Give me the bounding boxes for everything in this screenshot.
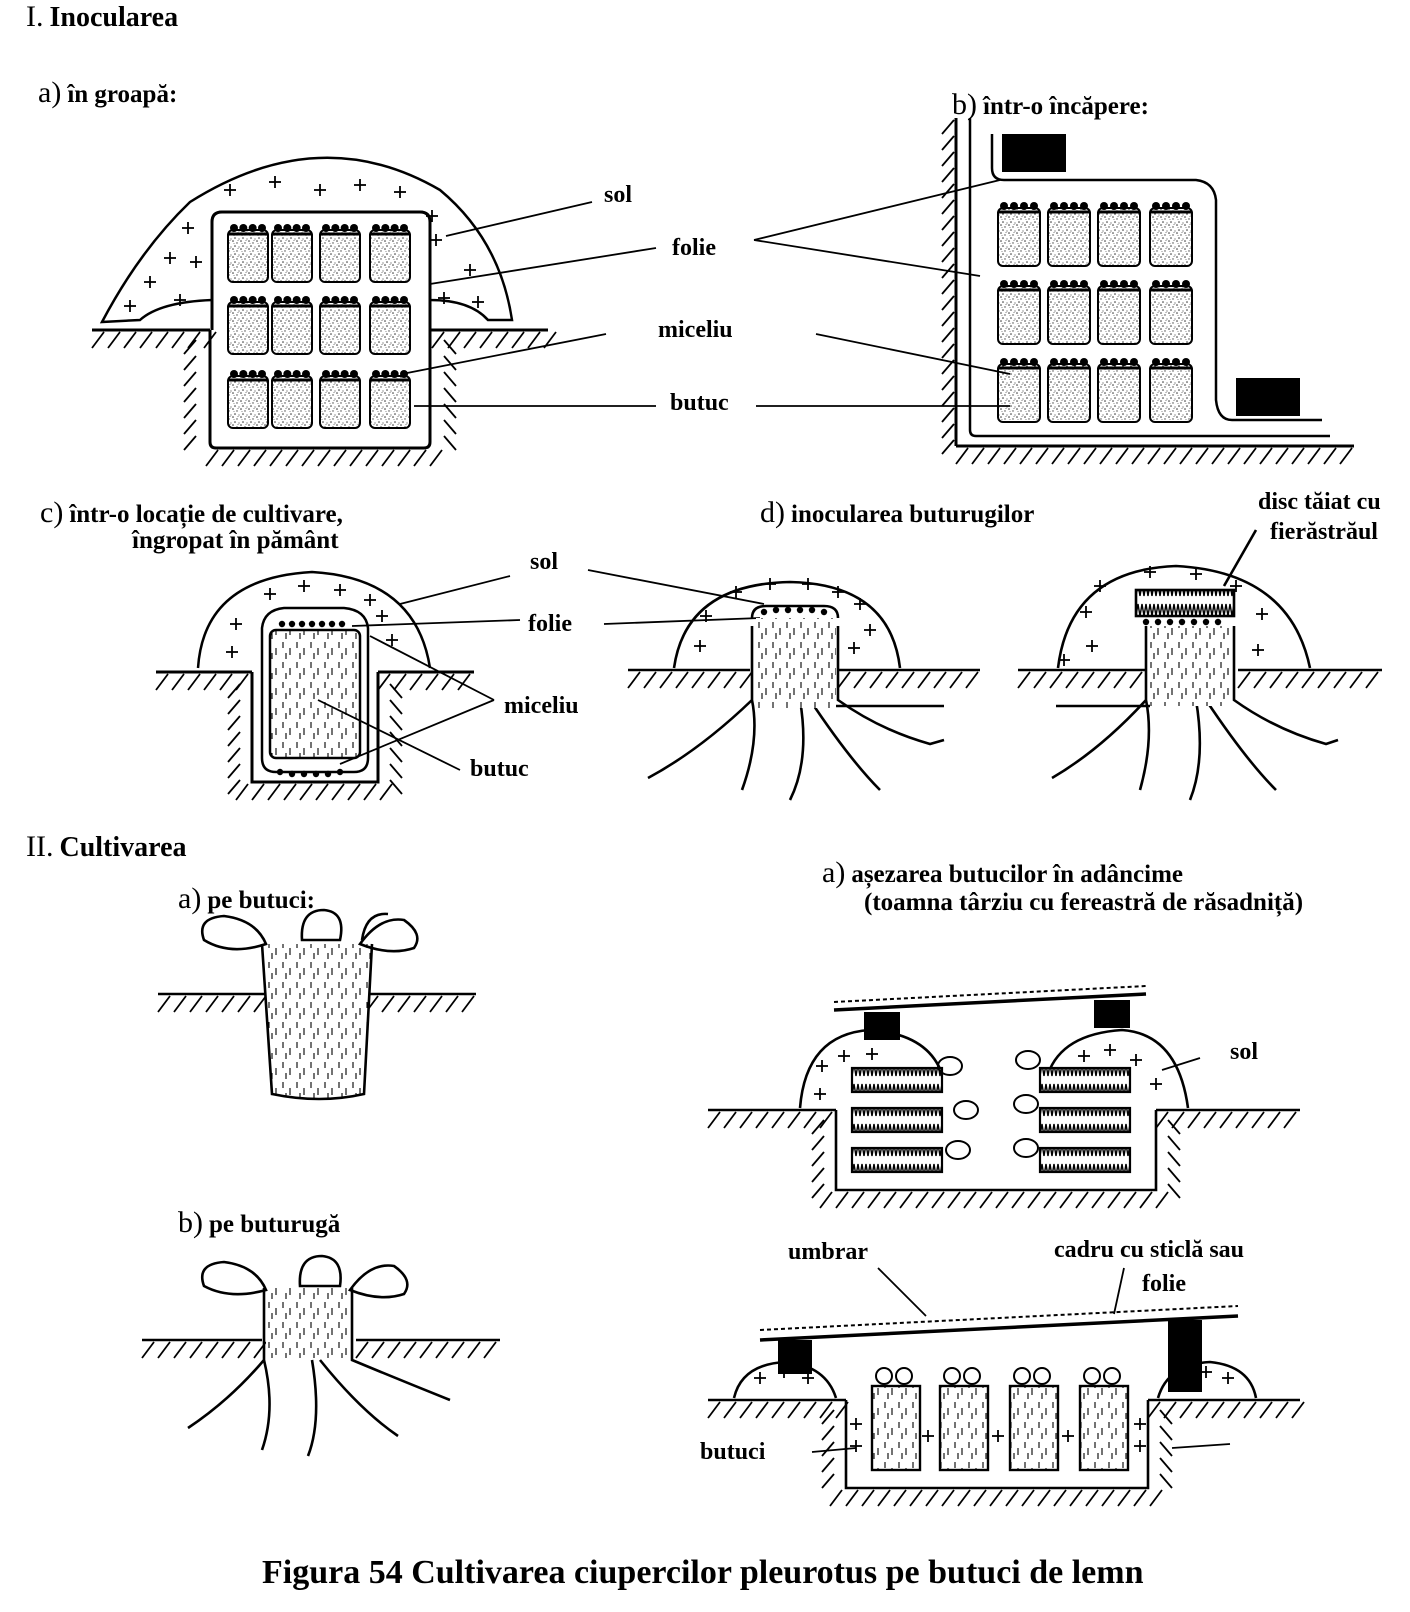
leader-lines-1c bbox=[317, 575, 521, 771]
label-folie-1c: folie bbox=[528, 611, 572, 637]
upright-log bbox=[938, 1384, 990, 1472]
log-segment bbox=[369, 229, 411, 283]
mushroom-cap bbox=[937, 1056, 963, 1076]
stacked-log bbox=[1038, 1106, 1132, 1134]
mushroom-cap bbox=[1015, 1050, 1041, 1070]
mushroom-cap bbox=[1013, 1138, 1039, 1158]
log-segment bbox=[271, 375, 313, 429]
log-segment bbox=[319, 301, 361, 355]
log-segment bbox=[1047, 285, 1091, 345]
upright-logs bbox=[870, 1367, 1130, 1472]
label-sol-1c: sol bbox=[530, 549, 559, 575]
mushroom-cap bbox=[1103, 1367, 1121, 1385]
leader-lines-1d bbox=[587, 569, 765, 625]
scene-2a-log bbox=[158, 908, 476, 1101]
upright-log bbox=[870, 1384, 922, 1472]
scene-1a-pit bbox=[92, 156, 548, 450]
log-segment bbox=[1097, 363, 1141, 423]
log-segment bbox=[1047, 363, 1091, 423]
log-segment bbox=[227, 229, 269, 283]
subsection-2a-title: a)pe butuci: bbox=[178, 882, 315, 915]
log-segment bbox=[997, 363, 1041, 423]
subsection-1c-title-line2: îngropat în pământ bbox=[132, 527, 339, 554]
log-segment bbox=[1149, 285, 1193, 345]
log-segment bbox=[1047, 207, 1091, 267]
label-cadru-line2: folie bbox=[1142, 1271, 1186, 1297]
upright-log bbox=[1078, 1384, 1130, 1472]
subsection-1a-title: a)în groapă: bbox=[38, 76, 178, 109]
label-butuc-1c: butuc bbox=[470, 756, 529, 782]
subsection-1b-title: b)într-o încăpere: bbox=[952, 88, 1149, 121]
log-segment bbox=[369, 301, 411, 355]
log-segment bbox=[997, 207, 1041, 267]
subsection-2b-title: b)pe buturugă bbox=[178, 1206, 341, 1239]
subsection-2c-title-line2: (toamna târziu cu fereastră de răsadniță… bbox=[864, 889, 1304, 916]
label-disc-line1: disc tăiat cu bbox=[1258, 489, 1381, 515]
log-segment bbox=[997, 285, 1041, 345]
label-miceliu-1a: miceliu bbox=[658, 317, 733, 343]
subsection-1c-title: c)într-o locație de cultivare, bbox=[40, 496, 343, 529]
mushroom-cap bbox=[1013, 1094, 1039, 1114]
soil-markers bbox=[124, 176, 1268, 1452]
label-butuci: butuci bbox=[700, 1439, 766, 1465]
logs-with-mycelium bbox=[227, 202, 1222, 778]
scene-2c-pit-bottom bbox=[708, 1267, 1300, 1490]
log-segment bbox=[319, 375, 361, 429]
mushroom-cap bbox=[1083, 1367, 1101, 1385]
log-segment bbox=[1097, 285, 1141, 345]
stacked-log bbox=[850, 1146, 944, 1174]
label-folie-1a: folie bbox=[672, 235, 716, 261]
label-cadru-line1: cadru cu sticlă sau bbox=[1054, 1237, 1245, 1263]
stacked-log bbox=[1038, 1066, 1132, 1094]
label-butuc-1a: butuc bbox=[670, 390, 729, 416]
log-segment bbox=[227, 301, 269, 355]
section-2-heading: II.Cultivarea bbox=[26, 830, 187, 863]
ground-hatching bbox=[91, 119, 1379, 1507]
mushroom-cap bbox=[1013, 1367, 1031, 1385]
mushroom-cap bbox=[953, 1100, 979, 1120]
mushroom-cap bbox=[895, 1367, 913, 1385]
stump-right-trunk bbox=[1150, 626, 1230, 706]
mushroom-cap bbox=[963, 1367, 981, 1385]
mushroom-cap bbox=[943, 1367, 961, 1385]
stacked-logs bbox=[850, 1050, 1132, 1174]
log-segment bbox=[1097, 207, 1141, 267]
upright-log bbox=[1008, 1384, 1060, 1472]
stacked-log bbox=[1038, 1146, 1132, 1174]
label-sol-2c: sol bbox=[1230, 1039, 1259, 1065]
scene-2b-stump bbox=[142, 1254, 500, 1457]
label-disc-line2: fierăstrăul bbox=[1270, 519, 1378, 545]
mushroom-cap bbox=[875, 1367, 893, 1385]
mushroom-cap bbox=[945, 1140, 971, 1160]
section-1-heading: I.Inocularea bbox=[26, 0, 179, 33]
log-segment bbox=[319, 229, 361, 283]
subsection-1d-title: d)inocularea buturugilor bbox=[760, 496, 1035, 529]
log-segment bbox=[1149, 363, 1193, 423]
leader-lines-1 bbox=[401, 179, 1011, 407]
mushroom-cap bbox=[1033, 1367, 1051, 1385]
stacked-log bbox=[850, 1106, 944, 1134]
scene-1d-stump-right bbox=[1018, 529, 1382, 801]
stump-left-trunk bbox=[756, 618, 836, 708]
scene-1b-room bbox=[954, 118, 1354, 448]
scene-1c-trench bbox=[156, 570, 474, 784]
label-miceliu-1c: miceliu bbox=[504, 693, 579, 719]
scene-2c-pit-top bbox=[708, 985, 1300, 1192]
log-segment bbox=[271, 229, 313, 283]
stacked-log bbox=[850, 1066, 944, 1094]
log-segment bbox=[369, 375, 411, 429]
label-sol-1a: sol bbox=[604, 182, 633, 208]
log-segment bbox=[227, 375, 269, 429]
label-umbrar: umbrar bbox=[788, 1239, 868, 1265]
log-segment bbox=[1149, 207, 1193, 267]
subsection-2c-title: a)așezarea butucilor în adâncime bbox=[822, 856, 1184, 889]
figure-caption: Figura 54 Cultivarea ciupercilor pleurot… bbox=[262, 1554, 1144, 1591]
log-segment bbox=[271, 301, 313, 355]
